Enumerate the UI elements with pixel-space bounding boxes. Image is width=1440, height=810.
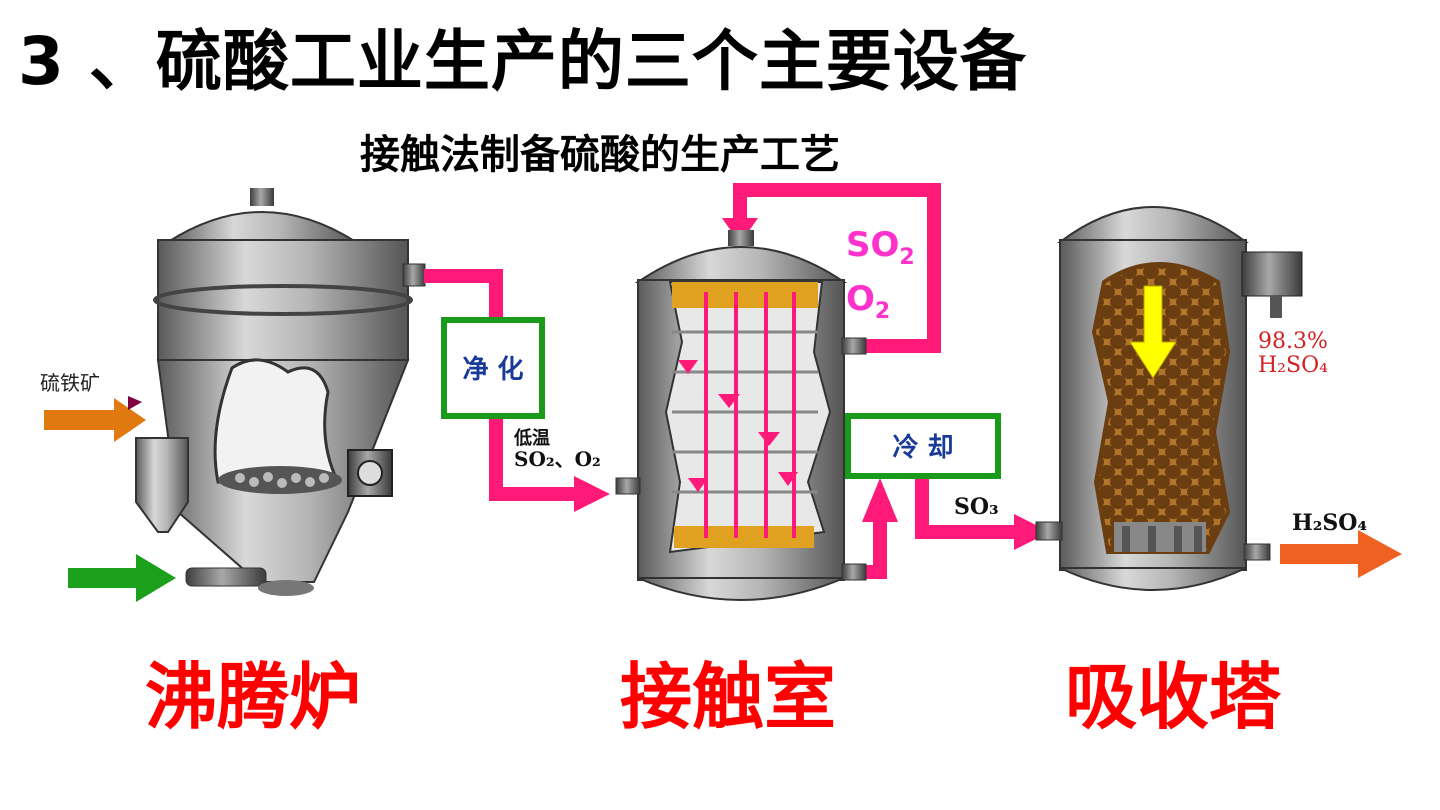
equipment-label-contact: 接触室 [620, 654, 837, 739]
purify-box [441, 317, 545, 419]
process-diagram: 硫铁矿 净 化 低温 SO₂、O₂ [18, 182, 1422, 618]
product-arrow [1280, 530, 1402, 578]
so3-label: SO₃ [954, 494, 999, 520]
low-temp-label: 低温 [513, 427, 550, 449]
page-title: 3 、硫酸工业生产的三个主要设备 [18, 23, 1027, 100]
cool-box [845, 413, 1001, 479]
so2-recycle-label: SO2 [846, 225, 915, 270]
gas-arrow-to-contact [574, 476, 610, 512]
equipment-label-furnace: 沸腾炉 [145, 654, 362, 739]
product-label: H₂SO₄ [1292, 510, 1367, 536]
contact-chamber-illustration [615, 230, 867, 601]
o2-recycle-label: O2 [846, 279, 890, 324]
so2-o2-inlet-label: SO₂、O₂ [514, 447, 601, 471]
boiling-furnace-illustration [135, 188, 426, 596]
diagram-subtitle: 接触法制备硫酸的生产工艺 [360, 131, 840, 178]
air-feed-arrow [68, 554, 176, 602]
cool-label: 冷 却 [892, 432, 953, 463]
ore-label: 硫铁矿 [40, 371, 100, 395]
acid-formula-label: H₂SO₄ [1258, 353, 1328, 378]
gas-arrow-up-to-cool [862, 478, 898, 522]
ore-feed-arrow [44, 396, 146, 442]
equipment-label-absorber: 吸收塔 [1065, 654, 1282, 739]
absorption-tower-illustration [1035, 206, 1303, 591]
gas-arrow-to-absorber [1014, 514, 1050, 550]
purify-label: 净 化 [462, 355, 523, 385]
acid-concentration-label: 98.3% [1258, 329, 1328, 354]
